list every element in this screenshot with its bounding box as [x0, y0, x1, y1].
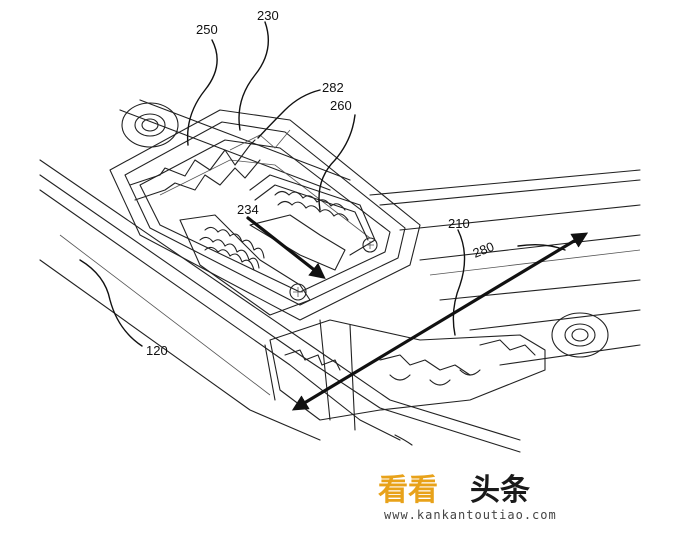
mounting-ring-left: [121, 102, 179, 148]
leader-280: [517, 243, 566, 251]
watermark-text-b: 头条: [470, 473, 530, 508]
slider-mechanism: [264, 319, 546, 446]
label-210: 210: [448, 216, 470, 231]
arrow-280: [291, 232, 589, 411]
leader-282: [257, 89, 321, 139]
label-280: 280: [471, 239, 497, 261]
label-234: 234: [237, 202, 259, 217]
leader-lines: [79, 21, 466, 347]
watermark-url: www.kankantoutiao.com: [384, 508, 557, 522]
leader-260: [318, 114, 356, 211]
label-120: 120: [146, 343, 168, 358]
label-260: 260: [330, 98, 352, 113]
housing-frame: [109, 109, 421, 321]
label-282: 282: [322, 80, 344, 95]
leader-230: [238, 21, 269, 131]
label-230: 230: [257, 8, 279, 23]
leader-120: [79, 259, 143, 347]
mounting-ring-right: [551, 312, 609, 358]
label-250: 250: [196, 22, 218, 37]
break-lines: [129, 129, 291, 201]
watermark-text-a: 看看: [378, 473, 438, 508]
leader-210: [452, 229, 466, 336]
latch-member: [249, 214, 346, 271]
watermark: 看看 头条 www.kankantoutiao.com: [378, 473, 557, 522]
leader-250: [186, 39, 218, 146]
upper-spring-assembly: [249, 174, 378, 256]
